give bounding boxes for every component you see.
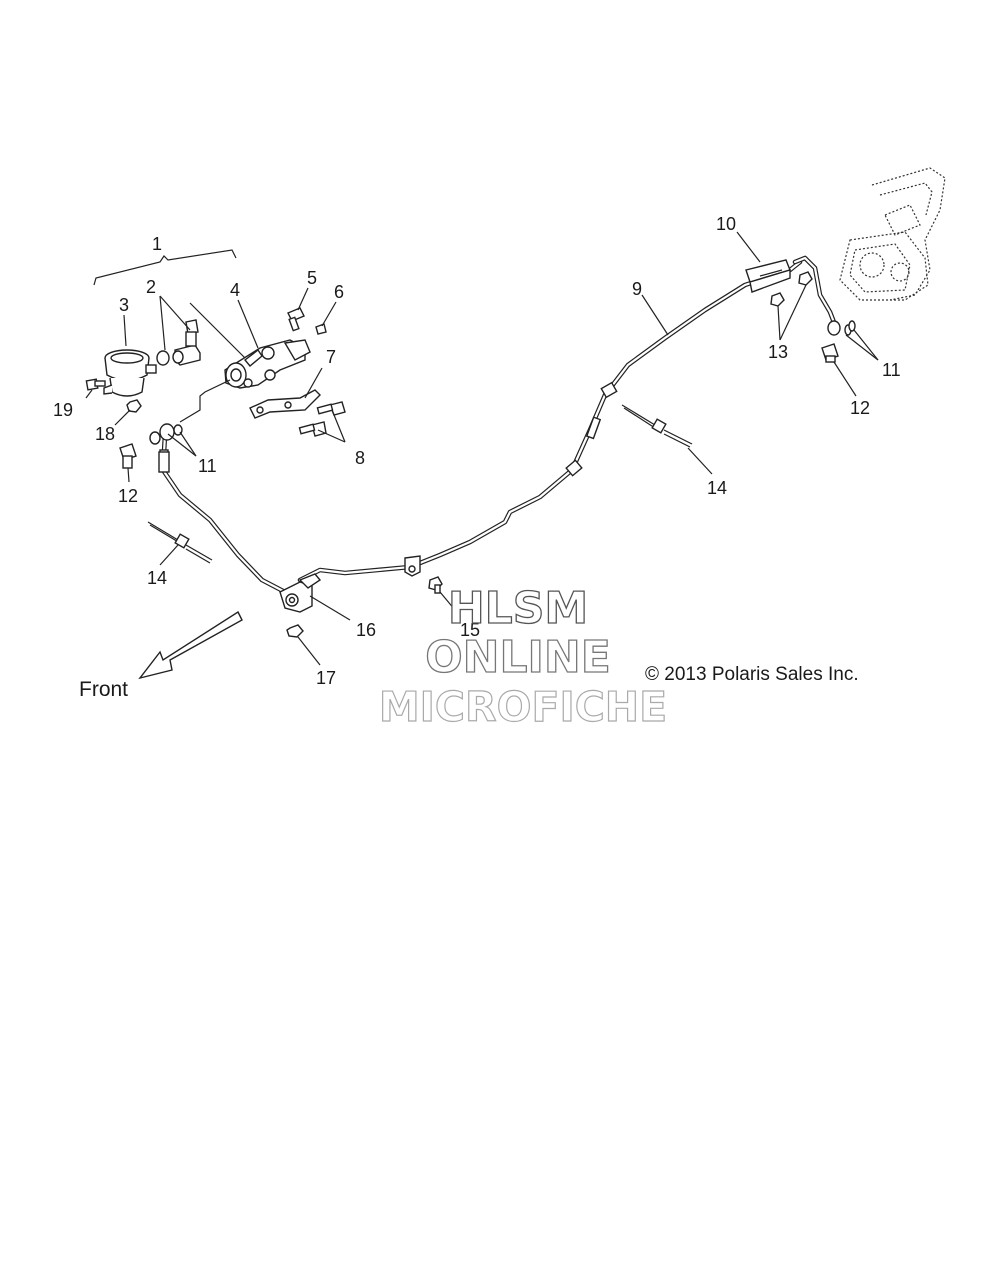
hose-bracket bbox=[745, 259, 791, 293]
callout-9: 9 bbox=[632, 279, 642, 299]
callout-16: 16 bbox=[356, 620, 376, 640]
assembly-bracket bbox=[93, 249, 237, 286]
pin bbox=[287, 307, 305, 332]
master-cylinder bbox=[224, 339, 311, 389]
callout-3: 3 bbox=[119, 295, 129, 315]
bolt-clip bbox=[428, 576, 443, 594]
watermark-line-2: ONLINE bbox=[425, 632, 611, 683]
callout-14-front: 14 bbox=[147, 568, 167, 588]
callout-17: 17 bbox=[316, 668, 336, 688]
rear-caliper-ghost bbox=[839, 167, 946, 301]
brake-line-main bbox=[297, 259, 803, 583]
leader-lines bbox=[85, 231, 879, 666]
front-label: Front bbox=[79, 678, 128, 701]
nut-junction bbox=[286, 624, 304, 638]
callout-15: 15 bbox=[460, 620, 480, 640]
watermark-line-1: HLSM bbox=[448, 583, 588, 634]
callout-8: 8 bbox=[355, 448, 365, 468]
banjo-bolt-front bbox=[119, 443, 137, 469]
callout-2: 2 bbox=[146, 277, 156, 297]
callout-19: 19 bbox=[53, 400, 73, 420]
cable-tie-rear bbox=[621, 404, 693, 448]
nut bbox=[126, 399, 142, 413]
callout-11-front: 11 bbox=[198, 456, 217, 476]
fittings bbox=[156, 319, 201, 366]
line-clips bbox=[404, 381, 618, 577]
callout-6: 6 bbox=[334, 282, 344, 302]
callout-4: 4 bbox=[230, 280, 240, 300]
rear-brake-hose bbox=[792, 255, 838, 328]
callout-7: 7 bbox=[326, 347, 336, 367]
screw bbox=[85, 378, 106, 391]
junction-block bbox=[279, 573, 322, 613]
callouts: 1 2 3 4 5 6 7 8 9 10 11 11 12 12 13 14 1… bbox=[53, 214, 901, 688]
callout-12-rear: 12 bbox=[850, 398, 870, 418]
mc-outlet-line bbox=[179, 379, 231, 423]
banjo-bolt-rear bbox=[821, 343, 839, 363]
callout-14-rear: 14 bbox=[707, 478, 727, 498]
hose-fitting bbox=[158, 451, 170, 473]
cable-tie-front bbox=[147, 521, 213, 564]
clip bbox=[315, 323, 327, 335]
banjo-fitting-rear bbox=[827, 320, 856, 336]
callout-10: 10 bbox=[716, 214, 736, 234]
callout-11-rear: 11 bbox=[882, 360, 901, 380]
callout-13: 13 bbox=[768, 342, 788, 362]
copyright-notice: © 2013 Polaris Sales Inc. bbox=[645, 664, 859, 685]
watermark: HLSM ONLINE MICROFICHE bbox=[378, 582, 667, 731]
front-brake-hose bbox=[160, 432, 298, 595]
front-arrow bbox=[138, 610, 243, 680]
callout-12-front: 12 bbox=[118, 486, 138, 506]
bracket-bolts bbox=[770, 271, 813, 307]
callout-18: 18 bbox=[95, 424, 115, 444]
callout-1: 1 bbox=[152, 234, 162, 254]
watermark-line-3: MICROFICHE bbox=[379, 683, 667, 731]
reservoir bbox=[103, 349, 157, 397]
callout-5: 5 bbox=[307, 268, 317, 288]
mount-bracket bbox=[249, 389, 321, 419]
